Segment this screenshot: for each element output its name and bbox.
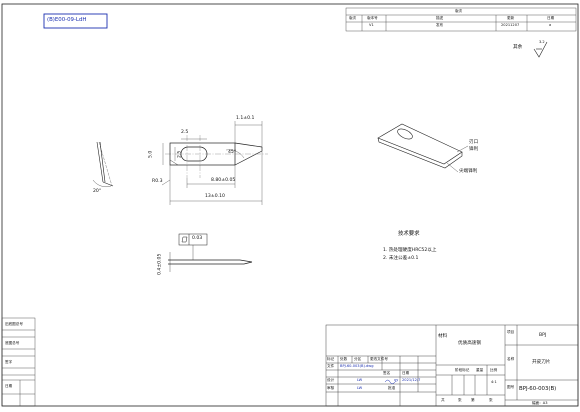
format-label: 幅面：A3 xyxy=(532,401,548,405)
iso-edge-note-2: 锋利 xyxy=(469,147,479,152)
rev-header-2: 版本号 xyxy=(367,15,378,20)
change-header-doc: 更改文件号 xyxy=(370,357,388,361)
rev-mark: a xyxy=(549,23,552,27)
dim-center-span: 8.80±0.05 xyxy=(211,178,236,183)
checker-name: LW xyxy=(357,386,363,390)
tech-req-item-2: 2. 未注公差±0.1 xyxy=(383,256,419,261)
sheet-label-1: 共 xyxy=(441,398,445,402)
dim-radius: R0.3 xyxy=(152,179,163,184)
tech-req-item-1: 1. 热处理硬度HRC52以上 xyxy=(383,248,437,253)
scale-value: 4:1 xyxy=(491,380,497,384)
dim-thickness: 0.4±0.05 xyxy=(157,253,163,275)
stage-label: 阶段标记 xyxy=(455,368,470,372)
left-strip-label-4: 日期 xyxy=(5,384,13,388)
flatness-value: 0.03 xyxy=(192,236,203,241)
name-label: 名称 xyxy=(507,357,515,361)
project-label: 项目 xyxy=(507,330,515,334)
drawing-no-label: 图号 xyxy=(507,385,515,389)
dim-slot-height: 2.5 xyxy=(177,150,183,158)
isometric-view xyxy=(377,123,469,173)
rev-header-1: 版次 xyxy=(349,15,357,20)
sheet-label-3: 第 xyxy=(471,398,475,402)
material-label: 材料 xyxy=(438,334,448,339)
title-block-grid xyxy=(325,324,579,407)
file-label: 文件 xyxy=(327,364,335,368)
left-strip-label-1: 旧底图总号 xyxy=(5,322,23,326)
drawing-no-stamp: (B)E00-09-LdH xyxy=(47,17,87,23)
centre-lines xyxy=(165,135,268,178)
designer-name: LW xyxy=(357,378,363,382)
side-view xyxy=(92,141,114,187)
sheet-label-4: 张 xyxy=(489,398,493,402)
scale-label: 比例 xyxy=(490,368,498,372)
designer-date: 2021/12/7 xyxy=(402,378,421,382)
dim-height-left: 5.0 xyxy=(148,150,154,158)
designer-initials: xy xyxy=(394,378,399,382)
sheet-border xyxy=(1,3,579,407)
iso-edge-note-1: 刃口 xyxy=(469,140,479,145)
change-header-zone: 分区 xyxy=(354,357,362,361)
signature-mark xyxy=(384,379,397,384)
material-value: 优质高速钢 xyxy=(458,341,481,346)
dim-angle-45: 45° xyxy=(228,150,237,155)
rev-version: V1 xyxy=(369,23,374,27)
revision-table-title: 版次 xyxy=(455,8,463,13)
designer-label: 设计 xyxy=(327,378,335,382)
rev-date: 20211207 xyxy=(501,23,520,27)
revision-table-grid xyxy=(345,7,577,32)
checker-label: 审核 xyxy=(327,386,335,390)
weight-label: 重量 xyxy=(476,368,484,372)
rev-header-3: 描述 xyxy=(436,15,444,20)
iso-tip-note: 尖端锋利 xyxy=(459,169,478,174)
drawing-no: BPJ-60-003(B) xyxy=(519,386,557,392)
approve-label: 批准 xyxy=(388,386,396,390)
change-header-date: 日期 xyxy=(402,371,410,375)
dim-angle-20: 20° xyxy=(93,189,102,194)
left-strip-label-3: 签字 xyxy=(5,360,13,364)
surface-finish-label: 其余 xyxy=(513,45,523,50)
dim-slot-width: 2.5 xyxy=(181,130,189,135)
change-header-sign: 签名 xyxy=(383,371,391,375)
project-value: BPJ xyxy=(539,333,547,338)
thickness-view xyxy=(168,245,253,272)
surface-finish-symbol xyxy=(533,41,548,58)
dim-overall-length: 13±0.10 xyxy=(205,194,225,199)
tech-req-title: 技术要求 xyxy=(398,231,420,237)
rev-description: 发布 xyxy=(436,23,444,27)
dim-width-top: 1.1±0.1 xyxy=(236,116,255,121)
surface-finish-value: 3.2 xyxy=(539,40,545,44)
change-header-count: 处数 xyxy=(340,357,348,361)
left-strip-label-2: 底图总号 xyxy=(5,341,20,345)
rev-header-5: 日期 xyxy=(547,15,555,20)
left-strip-grid xyxy=(1,317,36,407)
part-name: 开皮刀片 xyxy=(532,360,551,365)
rev-header-4: 更新 xyxy=(507,15,515,20)
file-value: BPJ-60-003(B).dwg xyxy=(340,364,374,368)
dimension-lines xyxy=(161,121,263,205)
stamp-box xyxy=(43,13,108,29)
sheet-label-2: 张 xyxy=(458,398,462,402)
change-header-mark: 标记 xyxy=(327,357,335,361)
